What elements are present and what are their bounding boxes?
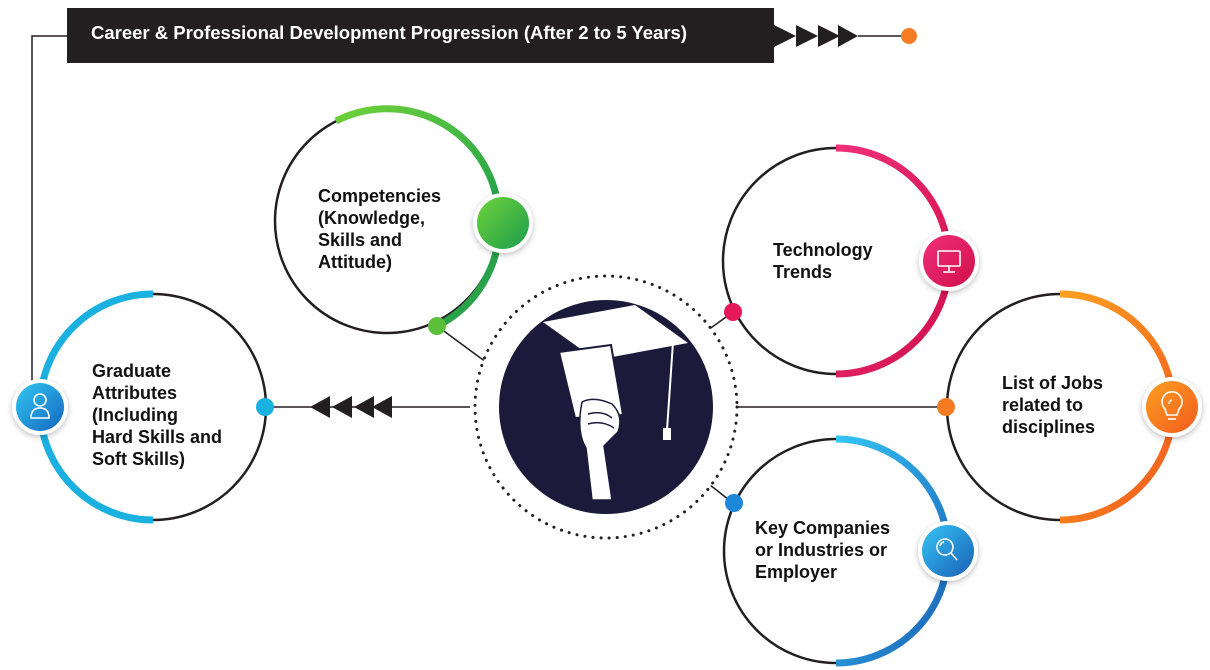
competencies-connector-dot [428,317,446,335]
competencies-node [273,105,533,335]
graduate-connector-dot [256,398,274,416]
graduation-cap-hand-icon [543,305,688,501]
companies-node [722,435,978,667]
center-hub [473,274,739,540]
technology-connector-dot [724,303,742,321]
user-icon [30,393,50,419]
right-arrows [774,25,858,47]
graduate-label: Graduate Attributes (Including Hard Skil… [92,361,223,469]
banner-left-connector [31,35,67,392]
jobs-node [937,290,1202,524]
graduate-node [12,290,274,524]
banner-end-dot [901,28,917,44]
title-banner: Career & Professional Development Progre… [67,8,774,63]
monitor-icon [937,250,961,273]
lightbulb-icon [1161,391,1183,420]
banner-title: Career & Professional Development Progre… [91,22,687,43]
companies-label: Key Companies or Industries or Employer [755,518,891,582]
magnifier-icon [936,538,958,561]
jobs-connector-dot [937,398,955,416]
jobs-label: List of Jobs related to disciplines [1002,373,1104,437]
left-arrows [310,396,392,418]
competencies-label: Competencies (Knowledge, Skills and Atti… [318,186,442,272]
technology-label: Technology Trends [773,240,873,282]
competencies-connector [436,325,491,366]
companies-connector-dot [725,494,743,512]
technology-node [721,144,979,378]
green-dot-icon [477,197,529,249]
